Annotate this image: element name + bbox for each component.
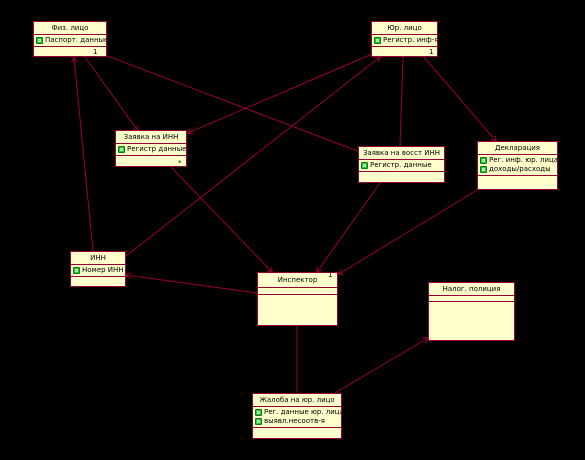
class-zayavka-vosst-inn[interactable]: Заявка на восст ИНН Регистр. данные — [358, 146, 445, 183]
assoc-deklar-inspektor — [339, 189, 478, 274]
class-name: ИНН — [71, 252, 125, 265]
class-inn[interactable]: ИНН Номер ИНН — [70, 251, 126, 287]
assoc-zhaloba-policia — [334, 338, 428, 394]
attribute-icon — [73, 267, 80, 274]
attribute-icon — [480, 157, 487, 164]
attribute-icon — [480, 166, 487, 173]
attribute-compartment — [258, 288, 337, 295]
class-name: Инспектор — [258, 273, 337, 288]
class-name: Жалоба на юр. лицо — [253, 394, 341, 407]
class-name: Декларация — [478, 142, 557, 155]
class-yur-lico[interactable]: Юр. лицо Регистр. инф-я — [371, 21, 438, 57]
multiplicity-label: * — [178, 159, 182, 167]
assoc-fiz-vosst — [104, 54, 361, 153]
attribute-icon — [255, 409, 262, 416]
attribute-compartment: Регистр. инф-я — [372, 35, 437, 47]
class-nalog-policiya[interactable]: Налог. полиция — [428, 282, 515, 341]
assoc-inn-fiz — [74, 58, 94, 252]
attribute-compartment: Рег. данные юр. лица выявл.несоотв-я — [253, 407, 341, 428]
class-inspektor[interactable]: Инспектор — [257, 272, 338, 326]
attribute-label: доходы/расходы — [489, 165, 551, 173]
assoc-yur-vosst — [399, 56, 404, 148]
attribute-label: Рег. данные юр. лица — [264, 408, 341, 416]
assoc-inn-yur — [125, 57, 380, 257]
class-name: Заявка на ИНН — [116, 131, 186, 144]
attribute-label: Рег. инф. юр. лица — [489, 156, 557, 164]
attribute-label: Паспорт. данные — [45, 36, 106, 44]
attribute-icon — [361, 162, 368, 169]
class-deklaraciya[interactable]: Декларация Рег. инф. юр. лица доходы/рас… — [477, 141, 558, 190]
attribute-row: Номер ИНН — [73, 266, 125, 275]
assoc-vosst-inspektor — [317, 182, 381, 272]
attribute-icon — [36, 37, 43, 44]
attribute-row: доходы/расходы — [480, 165, 557, 174]
attribute-row: Регистр. данные — [361, 161, 444, 170]
operation-compartment — [253, 428, 341, 433]
attribute-row: Рег. инф. юр. лица — [480, 156, 557, 165]
attribute-compartment: Рег. инф. юр. лица доходы/расходы — [478, 155, 557, 176]
class-fiz-lico[interactable]: Физ. лицо Паспорт. данные — [33, 21, 107, 57]
operation-compartment — [359, 172, 444, 177]
attribute-row: Регистр. инф-я — [374, 36, 437, 45]
assoc-fiz-zayavka — [84, 56, 138, 131]
attribute-label: Регистр. данные — [370, 161, 432, 169]
attribute-row: выявл.несоотв-я — [255, 417, 341, 426]
attribute-label: выявл.несоотв-я — [264, 417, 325, 425]
multiplicity-label: 1 — [93, 48, 98, 56]
attribute-compartment: Номер ИНН — [71, 265, 125, 277]
class-name: Налог. полиция — [429, 283, 514, 296]
multiplicity-label: 1 — [429, 48, 434, 56]
class-name: Заявка на восст ИНН — [359, 147, 444, 160]
attribute-icon — [118, 146, 125, 153]
attribute-compartment — [429, 296, 514, 302]
attribute-icon — [374, 37, 381, 44]
attribute-row: Паспорт. данные — [36, 36, 106, 45]
attribute-compartment: Паспорт. данные — [34, 35, 106, 47]
operation-compartment — [372, 47, 437, 52]
class-zhaloba[interactable]: Жалоба на юр. лицо Рег. данные юр. лица … — [252, 393, 342, 439]
assoc-yur-deklar — [423, 56, 496, 141]
attribute-label: Номер ИНН — [82, 266, 124, 274]
attribute-row: Рег. данные юр. лица — [255, 408, 341, 417]
attribute-label: Регистр. инф-я — [383, 36, 437, 44]
attribute-compartment: Регистр. данные — [359, 160, 444, 172]
attribute-label: Регистр данные — [127, 145, 186, 153]
class-name: Физ. лицо — [34, 22, 106, 35]
assoc-yur-zayavka — [188, 53, 373, 133]
assoc-inspektor-inn — [126, 275, 258, 294]
class-zayavka-inn[interactable]: Заявка на ИНН Регистр данные — [115, 130, 187, 167]
attribute-icon — [255, 418, 262, 425]
attribute-compartment: Регистр данные — [116, 144, 186, 156]
assoc-zayavka-inspektor — [169, 165, 272, 272]
operation-compartment — [71, 277, 125, 282]
class-name: Юр. лицо — [372, 22, 437, 35]
operation-compartment — [478, 176, 557, 181]
operation-compartment — [116, 156, 186, 161]
attribute-row: Регистр данные — [118, 145, 186, 154]
multiplicity-label: 1 — [328, 271, 333, 279]
